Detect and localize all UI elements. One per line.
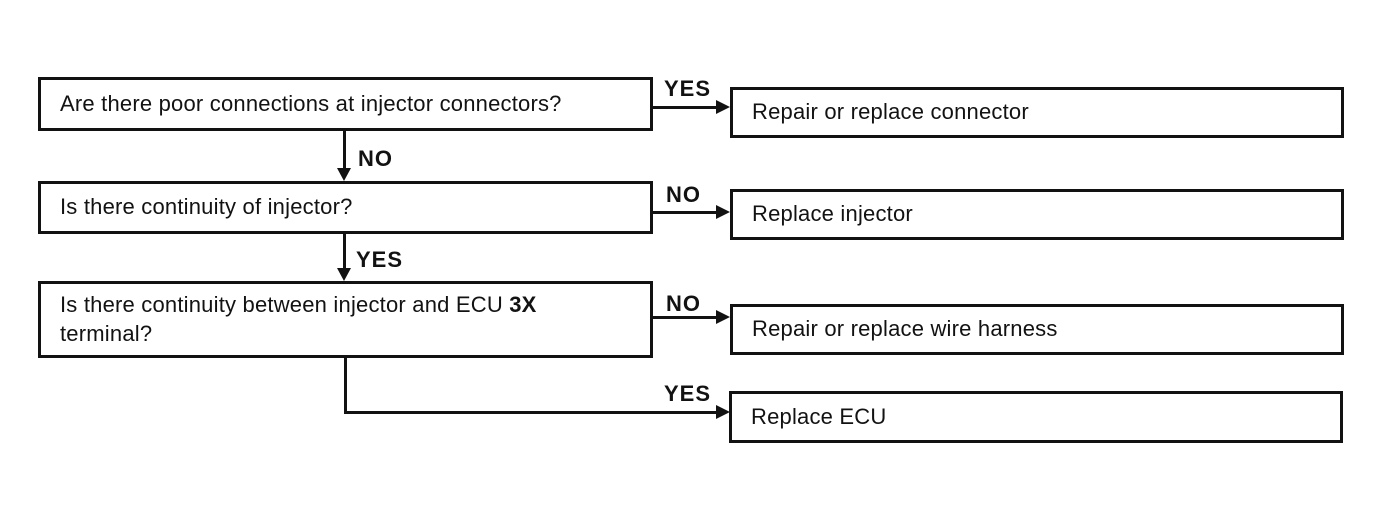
edge-label-no: NO [666, 291, 701, 316]
connector-q3-yes-line-horizontal [344, 411, 717, 414]
action-text: Repair or replace connector [752, 99, 1029, 125]
arrow-down-icon [337, 268, 351, 281]
question-box-injector-continuity: Is there continuity of injector? [38, 181, 653, 234]
arrow-right-icon [716, 205, 730, 219]
connector-q3-no-line [653, 316, 717, 319]
question-text: Is there continuity of injector? [60, 194, 353, 220]
question-text: Is there continuity between injector and… [41, 291, 556, 347]
arrow-right-icon [716, 310, 730, 324]
question-box-ecu-terminal-continuity: Is there continuity between injector and… [38, 281, 653, 358]
connector-q1-yes-line [653, 106, 717, 109]
arrow-down-icon [337, 168, 351, 181]
edge-label-yes: YES [664, 76, 712, 101]
connector-q1-no-line [343, 131, 346, 169]
action-box-repair-connector: Repair or replace connector [730, 87, 1344, 138]
connector-q2-yes-line [343, 234, 346, 269]
question-box-poor-connections: Are there poor connections at injector c… [38, 77, 653, 131]
question-text-start: Is there continuity between injector and… [60, 292, 510, 318]
action-box-replace-injector: Replace injector [730, 189, 1344, 240]
action-text: Repair or replace wire harness [752, 316, 1058, 342]
action-text: Replace injector [752, 201, 913, 227]
question-text: Are there poor connections at injector c… [60, 90, 562, 116]
edge-label-no: NO [358, 146, 393, 171]
connector-q2-no-line [653, 211, 717, 214]
question-text-line2: terminal? [60, 320, 153, 346]
arrow-right-icon [716, 405, 730, 419]
edge-label-no: NO [666, 182, 701, 207]
action-box-replace-ecu: Replace ECU [729, 391, 1343, 443]
edge-label-yes: YES [664, 381, 712, 406]
action-box-repair-wire-harness: Repair or replace wire harness [730, 304, 1344, 355]
edge-label-yes: YES [356, 247, 404, 272]
question-text-terminal-code: 3X [509, 292, 537, 318]
arrow-right-icon [716, 100, 730, 114]
connector-q3-yes-line-vertical [344, 358, 347, 414]
action-text: Replace ECU [751, 403, 887, 429]
